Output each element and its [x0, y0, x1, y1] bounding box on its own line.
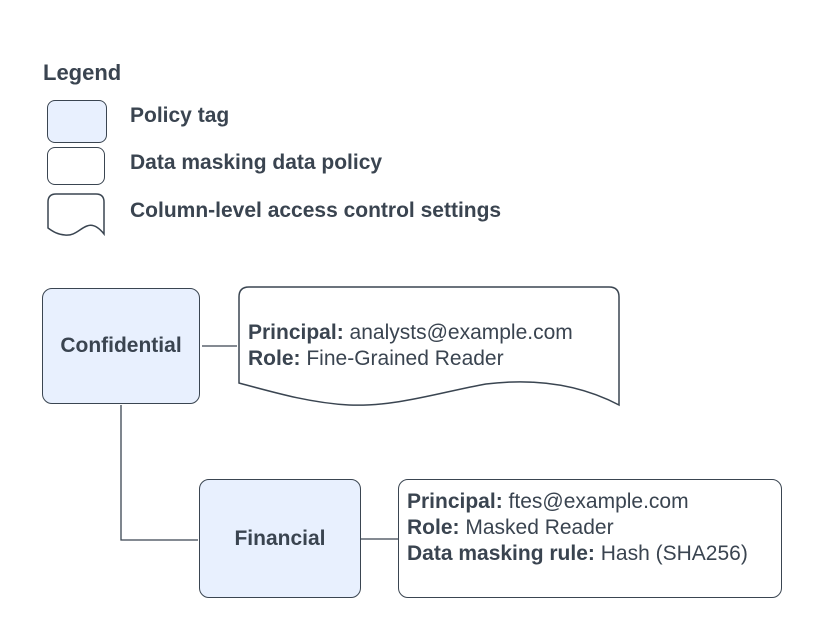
- note-line-label: Role:: [248, 347, 301, 370]
- note-line-value: Hash (SHA256): [600, 542, 748, 565]
- note-line: Principal: analysts@example.com: [248, 320, 573, 346]
- note-line: Principal: ftes@example.com: [407, 489, 748, 515]
- confidential-policy-tag: Confidential: [42, 288, 200, 404]
- note-line-value: analysts@example.com: [349, 321, 573, 344]
- note-line: Role: Fine-Grained Reader: [248, 346, 573, 372]
- masking-policy-note: Principal: ftes@example.com Role: Masked…: [407, 489, 748, 567]
- access-control-note: Principal: analysts@example.com Role: Fi…: [248, 320, 573, 372]
- financial-policy-tag: Financial: [199, 479, 361, 598]
- data-masking-policy-swatch: [47, 147, 105, 185]
- note-line-label: Role:: [407, 516, 460, 539]
- column-access-document-swatch: [46, 192, 106, 238]
- note-line-value: Fine-Grained Reader: [306, 347, 504, 370]
- note-line-value: Masked Reader: [465, 516, 614, 539]
- note-line-label: Principal:: [407, 490, 503, 513]
- document-shape: [238, 286, 620, 407]
- note-line: Data masking rule: Hash (SHA256): [407, 541, 748, 567]
- legend-item-label: Data masking data policy: [130, 151, 383, 174]
- legend-item-label: Column-level access control settings: [130, 199, 502, 222]
- note-line-label: Principal:: [248, 321, 344, 344]
- masking-policy-card: [398, 479, 782, 598]
- legend-item-label: Policy tag: [130, 104, 230, 127]
- note-line: Role: Masked Reader: [407, 515, 748, 541]
- note-line-label: Data masking rule:: [407, 542, 595, 565]
- policy-tag-swatch: [47, 100, 107, 143]
- document-shape-icon: [47, 193, 105, 237]
- confidential-policy-tag-label: Confidential: [60, 334, 182, 357]
- financial-policy-tag-label: Financial: [234, 526, 326, 550]
- access-control-document: [236, 285, 622, 411]
- legend-title: Legend: [43, 60, 122, 85]
- note-line-value: ftes@example.com: [508, 490, 689, 513]
- connector-confidential-to-financial: [120, 405, 198, 541]
